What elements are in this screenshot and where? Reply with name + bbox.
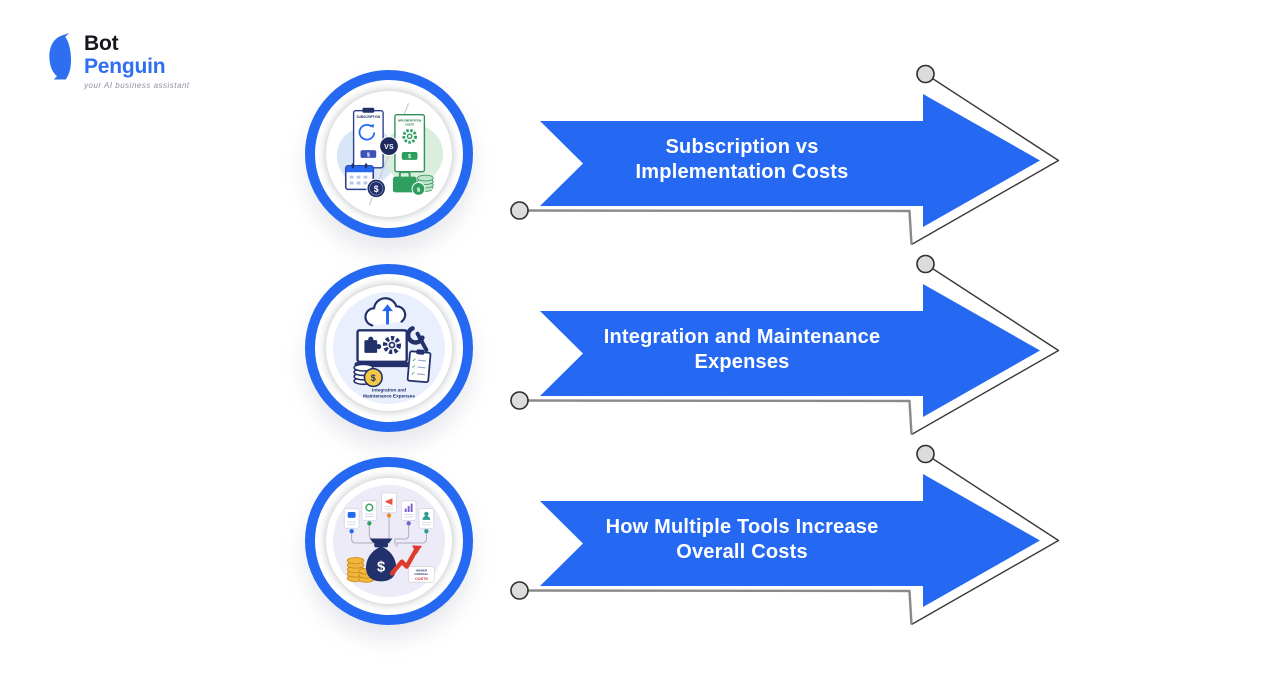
logo-brand-first: Bot — [84, 32, 119, 55]
integration-maintenance-icon: ✓✓✓ $ — [332, 291, 446, 405]
step-title-1-line2: Implementation Costs — [635, 161, 849, 183]
puzzle-icon — [364, 336, 382, 353]
tool-card-crm — [418, 508, 435, 534]
step-badge-3-inner: $ HIGHER OVERALL COSTS — [326, 478, 452, 604]
step-badge-2: ✓✓✓ $ — [305, 264, 473, 432]
connector-node-bottom — [510, 201, 529, 220]
implementation-doc-label-2: COSTS — [405, 122, 414, 126]
gear-icon — [382, 335, 402, 355]
step-title-2: Integration and Maintenance Expenses — [576, 321, 908, 379]
arrow-outline-diagonal — [911, 453, 1060, 626]
step-title-1-line1: Subscription vs — [665, 136, 819, 158]
calendar-icon — [344, 163, 375, 191]
svg-text:✓: ✓ — [411, 364, 416, 370]
connector-node-top — [916, 444, 935, 464]
icon-caption-line2: Maintenance Expenses — [363, 394, 415, 400]
monitor-icon — [354, 329, 410, 368]
arrow-outline-bottom — [519, 589, 913, 625]
coin-dollar: $ — [374, 184, 379, 194]
arrow-connector-1 — [510, 64, 1060, 246]
step-title-3: How Multiple Tools Increase Overall Cost… — [576, 511, 908, 569]
dollar-coin-icon: $ — [366, 178, 387, 199]
tool-card-analytics — [400, 500, 417, 526]
gold-coin-stacks — [346, 557, 375, 583]
step-title-1: Subscription vs Implementation Costs — [576, 131, 908, 189]
money-bag-dollar: $ — [377, 559, 385, 575]
costs-tag-line2: OVERALL — [414, 572, 428, 576]
step-badge-2-inner: ✓✓✓ $ — [326, 285, 452, 411]
botpenguin-logo: Bot Penguin your AI business assistant — [38, 33, 190, 90]
step-title-3-line1: How Multiple Tools Increase — [605, 516, 879, 538]
arrow-shape — [540, 474, 1040, 607]
vs-badge: VS — [379, 136, 399, 156]
tool-card-support — [361, 500, 378, 526]
step-badge-1-inner: SUBSCRIPTION $ IMPLEMENTATION COSTS — [326, 91, 452, 217]
subscription-dollar: $ — [367, 152, 370, 158]
connector-node-top — [916, 64, 935, 84]
icon-caption-line1: Integration and — [372, 387, 406, 393]
costs-tag-line3: COSTS — [415, 577, 428, 581]
arrow-outline-diagonal — [911, 73, 1060, 246]
step-badge-1: SUBSCRIPTION $ IMPLEMENTATION COSTS — [305, 70, 473, 238]
step-title-2-line1: Integration and Maintenance — [603, 326, 881, 348]
logo-tagline: your AI business assistant — [84, 81, 190, 90]
step-badge-3: $ HIGHER OVERALL COSTS — [305, 457, 473, 625]
multiple-tools-costs-icon: $ HIGHER OVERALL COSTS — [332, 484, 446, 598]
arrow-shape — [540, 94, 1040, 227]
checklist-icon: ✓✓✓ — [406, 349, 432, 384]
wrench-icon — [405, 326, 429, 352]
coins-icon: $ — [353, 363, 383, 388]
briefcase-dollar: $ — [417, 187, 421, 193]
svg-text:✓: ✓ — [412, 357, 417, 363]
implementation-doc-label-1: IMPLEMENTATION — [398, 119, 421, 123]
arrow-outline-bottom — [519, 399, 913, 435]
cloud-upload-icon — [364, 297, 407, 327]
money-bag-icon: $ — [366, 538, 397, 582]
coins-dollar: $ — [371, 373, 376, 383]
arrow-connector-3 — [510, 444, 1060, 626]
arrow-outline-bottom — [519, 209, 913, 245]
vs-label: VS — [384, 144, 394, 151]
connector-node-bottom — [510, 391, 529, 410]
subscription-doc: SUBSCRIPTION $ — [352, 107, 384, 169]
tool-card-marketing — [381, 492, 397, 518]
tool-card-chat — [343, 508, 360, 534]
penguin-logo-icon — [49, 33, 72, 80]
connector-node-top — [916, 254, 935, 274]
step-title-3-line2: Overall Costs — [676, 541, 808, 563]
step-title-2-line2: Expenses — [694, 351, 790, 373]
implementation-dollar: $ — [408, 154, 411, 160]
subscription-doc-label: SUBSCRIPTION — [357, 115, 381, 119]
connector-node-bottom — [510, 581, 529, 600]
implementation-doc: IMPLEMENTATION COSTS $ — [394, 113, 426, 173]
arrow-connector-2 — [510, 254, 1060, 436]
svg-text:✓: ✓ — [411, 371, 416, 377]
higher-costs-tag: HIGHER OVERALL COSTS — [408, 566, 435, 583]
rising-arrow-icon — [389, 545, 422, 576]
briefcase-icon: $ — [392, 171, 434, 196]
subscription-vs-implementation-icon: SUBSCRIPTION $ IMPLEMENTATION COSTS — [332, 97, 446, 211]
arrow-outline-diagonal — [911, 263, 1060, 436]
costs-tag-line1: HIGHER — [416, 568, 428, 572]
tool-cards — [343, 492, 435, 534]
arrow-shape — [540, 284, 1040, 417]
logo-brand-second: Penguin — [84, 55, 166, 78]
